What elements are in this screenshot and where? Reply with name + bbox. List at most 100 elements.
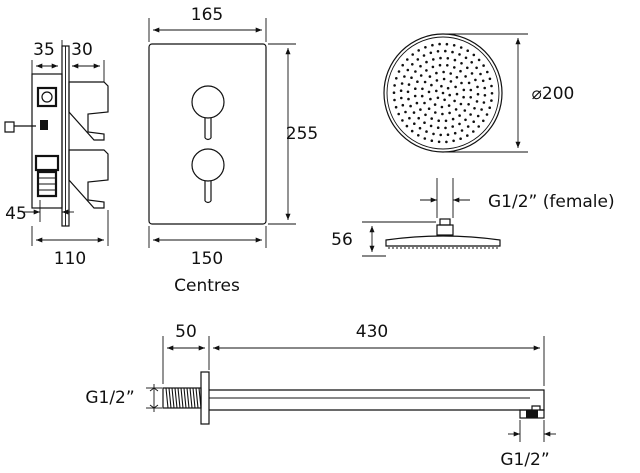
nozzle-dot <box>451 117 455 121</box>
nozzle-dot <box>411 63 414 66</box>
thread-line <box>186 387 190 409</box>
nozzle-dot <box>464 118 467 122</box>
nozzle-dot <box>417 134 420 137</box>
dim-arm-inlet-thread: G1/2” <box>85 388 134 408</box>
thread-line <box>177 387 181 409</box>
arm-tube <box>209 389 545 411</box>
nozzle-dot <box>472 130 475 133</box>
nozzle-dot <box>407 97 410 101</box>
nozzle-dot <box>459 137 462 140</box>
nozzle-dot <box>425 60 428 64</box>
nozzle-dot <box>430 117 434 120</box>
nozzle-dot <box>432 132 435 136</box>
nozzle-dot <box>453 58 457 62</box>
lower-control-knob <box>191 148 225 182</box>
dim-arm-wall-depth: 50 <box>175 322 197 342</box>
nozzle-dot <box>419 74 423 77</box>
nozzle-dot <box>451 50 454 54</box>
upper-inlet-fitting <box>36 86 58 108</box>
nozzle-dot <box>480 108 483 111</box>
nozzle-dot <box>439 56 442 60</box>
nozzle-dot <box>401 63 405 67</box>
face-plate-front-view: 165 255 150 Centres <box>148 5 318 296</box>
nozzle-dot <box>481 79 485 83</box>
thread-line <box>171 387 175 409</box>
nozzle-dot <box>445 42 449 46</box>
nozzle-dot <box>413 94 417 98</box>
nozzle-dot <box>429 124 433 128</box>
dim-valve-offset: 45 <box>5 204 27 224</box>
nozzle-dot <box>454 108 458 111</box>
nozzle-dot <box>472 120 476 123</box>
nozzle-dot <box>403 75 406 78</box>
nozzle-dot <box>417 116 421 120</box>
nozzle-dot <box>394 105 398 109</box>
nozzle-dot <box>458 114 461 117</box>
nozzle-dot <box>414 87 417 90</box>
nozzle-dot <box>453 66 456 69</box>
nozzle-dot <box>475 100 479 103</box>
nozzle-dot <box>459 46 463 49</box>
nozzle-dot <box>422 54 426 57</box>
nozzle-dot <box>467 103 470 106</box>
nozzle-dot <box>424 113 427 117</box>
nozzle-dot <box>446 57 450 60</box>
nozzle-dot <box>395 77 398 80</box>
nozzle-dot <box>423 80 427 84</box>
upper-handle <box>68 81 109 141</box>
shower-arm-view: 50 430 G1/2” G1/2” <box>85 322 556 470</box>
nozzle-dot <box>420 94 424 98</box>
nozzle-dot <box>415 101 419 105</box>
nozzle-dot <box>410 129 414 133</box>
nozzle-dot <box>411 53 415 56</box>
nozzle-dot <box>438 63 442 67</box>
nozzle-dot <box>427 90 431 94</box>
shower-head-side-view: G1/2” (female) 56 <box>331 178 615 257</box>
nozzle-dot <box>462 95 465 99</box>
valve-side-view: 35 30 45 110 <box>4 40 109 269</box>
nozzle-dot <box>460 62 463 65</box>
nozzle-dot <box>482 64 485 67</box>
shower-head-top-view: ⌀200 <box>383 33 575 153</box>
nozzle-dot <box>455 76 459 79</box>
nozzle-dot <box>443 98 446 102</box>
nozzle-dot <box>423 101 426 105</box>
nozzle-dot <box>475 66 478 70</box>
shower-head-nozzles <box>392 42 494 144</box>
nozzle-dot <box>424 46 427 49</box>
nozzle-dot <box>430 139 434 142</box>
dim-head-diameter: ⌀200 <box>532 84 575 104</box>
nozzle-dot <box>434 111 437 114</box>
nozzle-dot <box>448 111 451 115</box>
nozzle-dot <box>423 137 427 140</box>
nozzle-dot <box>441 112 444 116</box>
nozzle-dot <box>451 125 455 128</box>
nozzle-dot <box>488 106 492 109</box>
nozzle-dot <box>477 58 481 62</box>
nozzle-dot <box>427 107 431 110</box>
nozzle-dot <box>476 114 480 118</box>
nozzle-dot <box>483 94 487 97</box>
nozzle-dot <box>482 119 485 123</box>
dim-valve-total: 110 <box>54 249 86 269</box>
nozzle-dot <box>436 126 440 129</box>
nozzle-dot <box>458 53 461 56</box>
nozzle-dot <box>404 110 407 114</box>
nozzle-dot <box>476 85 479 89</box>
nozzle-dot <box>476 92 480 96</box>
nozzle-dot <box>435 71 438 75</box>
nozzle-dot <box>419 64 422 68</box>
nozzle-dot <box>490 92 494 95</box>
nozzle-dot <box>401 103 405 107</box>
nozzle-dot <box>466 49 470 52</box>
nozzle-dot <box>459 102 463 106</box>
valve-body <box>31 73 63 209</box>
nozzle-dot <box>393 84 396 87</box>
dim-valve-depth-b: 30 <box>71 40 93 60</box>
nozzle-dot <box>441 91 445 95</box>
nozzle-dot <box>429 97 432 101</box>
nozzle-dot <box>412 111 416 114</box>
thread-line <box>189 387 193 409</box>
thread-line <box>165 387 169 409</box>
